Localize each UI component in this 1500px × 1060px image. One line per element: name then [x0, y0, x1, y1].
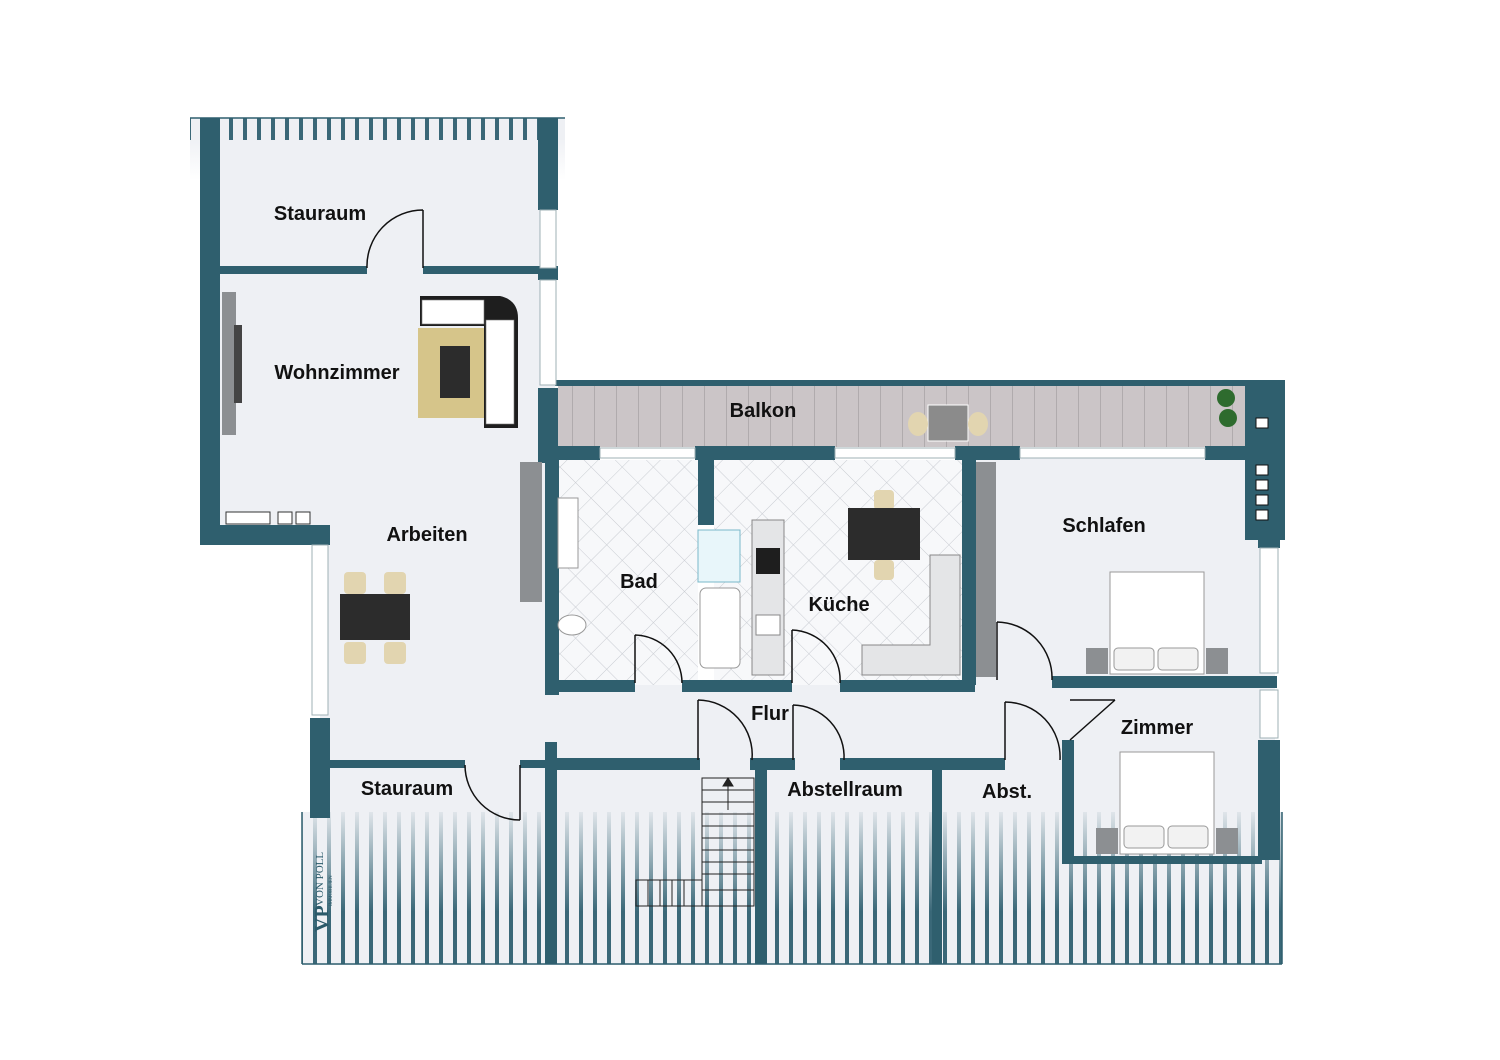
balcony-table: [908, 404, 988, 442]
label-schlafen: Schlafen: [1062, 515, 1145, 537]
bathroom-fixtures: [557, 497, 741, 669]
wardrobe: [520, 462, 542, 602]
tv-unit: [222, 292, 236, 435]
bed-zimmer: [1096, 751, 1238, 855]
staircase: [635, 777, 755, 907]
label-abstellraum: Abstellraum: [787, 779, 903, 801]
balkon-deck: [558, 385, 1248, 447]
walls: [200, 118, 1285, 964]
sofa: [418, 296, 518, 428]
logo-subtitle: IMMOBILIEN: [329, 875, 334, 906]
label-balkon: Balkon: [730, 400, 797, 422]
dining-table-arbeiten: [340, 572, 410, 664]
furniture: [222, 292, 1269, 907]
label-stauraum-bottom: Stauraum: [361, 778, 453, 800]
doors: [366, 209, 1116, 821]
kitchen-counter: [751, 519, 961, 676]
windows: [311, 209, 1279, 739]
label-kueche: Küche: [808, 594, 869, 616]
logo-name: VON POLL: [314, 852, 326, 906]
logo-monogram: VP: [311, 905, 333, 932]
outline: [190, 117, 1283, 965]
wardrobe-schlafen: [976, 462, 996, 677]
label-wohnzimmer: Wohnzimmer: [274, 362, 399, 384]
label-zimmer: Zimmer: [1121, 717, 1193, 739]
von-poll-logo: VP VON POLL IMMOBILIEN: [311, 852, 334, 932]
label-abst: Abst.: [982, 781, 1032, 803]
plants: [1217, 389, 1237, 427]
label-flur: Flur: [751, 703, 789, 725]
bed-schlafen: [1086, 571, 1228, 675]
label-stauraum-top: Stauraum: [274, 203, 366, 225]
room-labels: Stauraum Wohnzimmer Balkon Arbeiten Bad …: [274, 203, 1193, 803]
coffee-table: [440, 346, 470, 398]
bad-floor: [558, 460, 698, 685]
kitchen-table: [848, 490, 920, 580]
label-bad: Bad: [620, 571, 658, 593]
label-arbeiten: Arbeiten: [386, 524, 467, 546]
